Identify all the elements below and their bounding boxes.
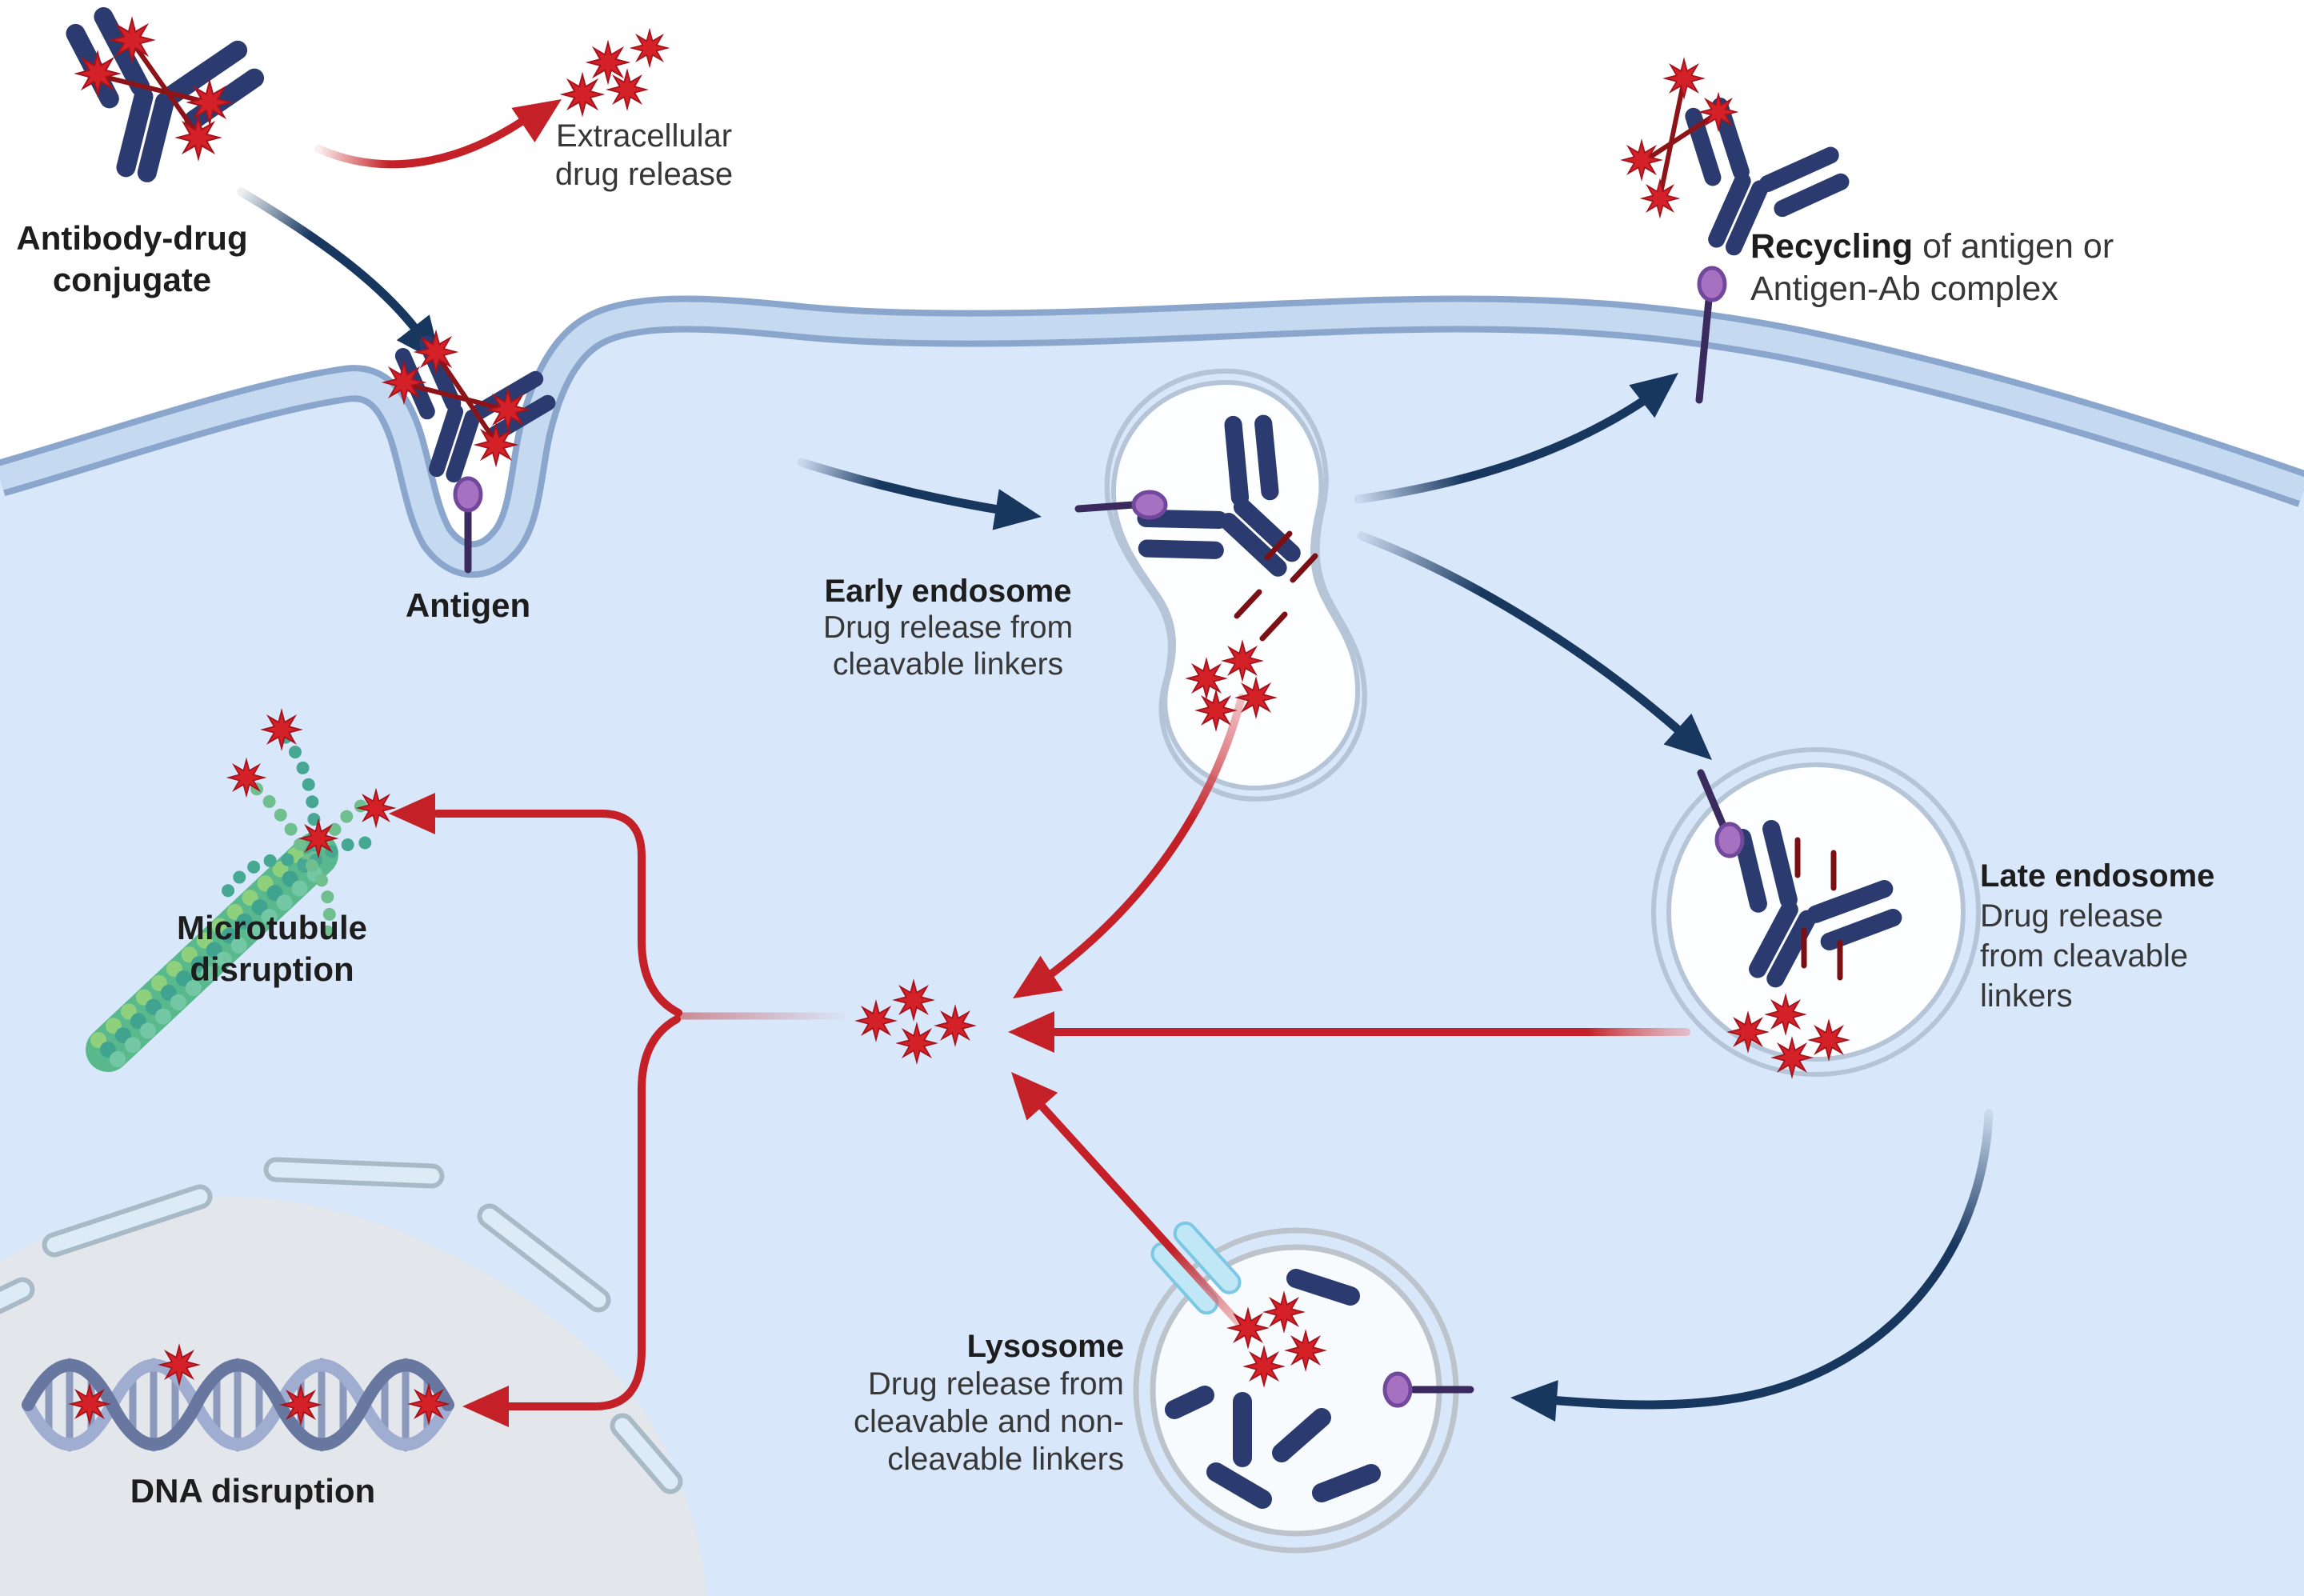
drug-star-icon: [475, 424, 517, 466]
drug-star-icon: [1728, 1012, 1768, 1052]
drug-star-icon: [1664, 58, 1704, 98]
arrow-early-to-late: [1357, 531, 1686, 738]
drug-star-icon: [1222, 641, 1262, 681]
drug-star-icon: [631, 30, 668, 66]
antigen-icon: [1074, 490, 1168, 520]
arrow-early-drug-release: [1042, 694, 1246, 982]
arrow-adc-internalization: [237, 187, 421, 334]
drug-star-icon: [1809, 1020, 1849, 1060]
drug-channel-icon: [1150, 1221, 1242, 1315]
arrow-drug-branch-microtubule: [433, 810, 682, 1017]
recycling-label: Recycling of antigen or Antigen-Ab compl…: [1750, 227, 2114, 308]
drug-star-icon: [1700, 94, 1737, 130]
nuclear-envelope: [0, 1157, 683, 1494]
drug-star-icon: [228, 759, 265, 796]
arrow-late-to-lysosome: [1546, 1109, 1994, 1410]
arrow-lysosome-drug-release: [1034, 1098, 1249, 1334]
drug-star-icon: [1186, 658, 1226, 698]
drug-star-icon: [281, 1385, 321, 1425]
drug-star-icon: [188, 81, 231, 124]
drug-star-icon: [1228, 1308, 1268, 1348]
lysosome-label: Lysosome Drug release from cleavable and…: [853, 1329, 1124, 1477]
drug-star-icon: [1622, 140, 1662, 180]
drug-star-icon: [894, 980, 934, 1020]
arrows: [237, 82, 1994, 1427]
microtubule-label: Microtubule disruption: [177, 909, 367, 988]
drug-star-icon: [1766, 994, 1806, 1034]
antigen-icon: [1697, 769, 1745, 858]
drug-star-icon: [1286, 1330, 1326, 1370]
drug-star-icon: [856, 1001, 896, 1041]
drug-star-icon: [562, 74, 603, 115]
microtubule-icon: [86, 726, 382, 1072]
drug-star-icon: [1264, 1292, 1304, 1332]
dna-label: DNA disruption: [130, 1472, 376, 1510]
drug-star-icon: [110, 18, 154, 62]
arrow-early-to-recycling: [1354, 395, 1650, 504]
drug-star-icon: [1236, 678, 1276, 718]
early-endosome-label: Early endosome Drug release from cleavab…: [822, 574, 1074, 682]
cell-membrane: [0, 295, 2304, 578]
antigen-icon: [453, 476, 483, 574]
drug-star-icon: [358, 790, 394, 826]
drug-star-icon: [607, 70, 647, 110]
drug-star-icon: [1642, 180, 1678, 217]
drug-star-icon: [1772, 1038, 1812, 1078]
drug-star-icon: [1244, 1346, 1284, 1386]
drug-star-icon: [70, 1384, 110, 1424]
antigen-icon: [1382, 1371, 1474, 1408]
drug-star-icon: [1196, 690, 1236, 730]
drug-star-icon: [935, 1006, 975, 1046]
arrow-extracellular-release: [314, 118, 526, 169]
late-endosome-label: Late endosome Drug release from cleavabl…: [1980, 858, 2215, 1014]
degraded-antibody-fragments: [1165, 1269, 1381, 1509]
antigen-label: Antigen: [405, 586, 531, 624]
drug-star-icon: [76, 52, 119, 95]
drug-star-icon: [159, 1345, 199, 1385]
arrow-pit-to-early-endosome: [797, 458, 1008, 515]
antigens: [453, 266, 1745, 1408]
drug-star-icon: [383, 362, 425, 403]
drug-star-icon: [587, 42, 629, 83]
antigen-icon: [1695, 266, 1727, 404]
drug-star-icon: [262, 710, 302, 750]
drug-star-icon: [415, 331, 457, 373]
drug-star-icon: [300, 820, 337, 857]
cleaved-linker-stubs: [1234, 530, 1843, 981]
drug-star-icon: [487, 389, 529, 430]
drug-star-icon: [409, 1384, 449, 1424]
drug-star-icon: [897, 1023, 937, 1063]
extracellular-release-label: Extracellular drug release: [554, 118, 734, 192]
adc-label: Antibody-drug conjugate: [16, 219, 248, 298]
drug-star-icon: [177, 116, 220, 159]
arrow-drug-branch-dna: [498, 1015, 681, 1410]
